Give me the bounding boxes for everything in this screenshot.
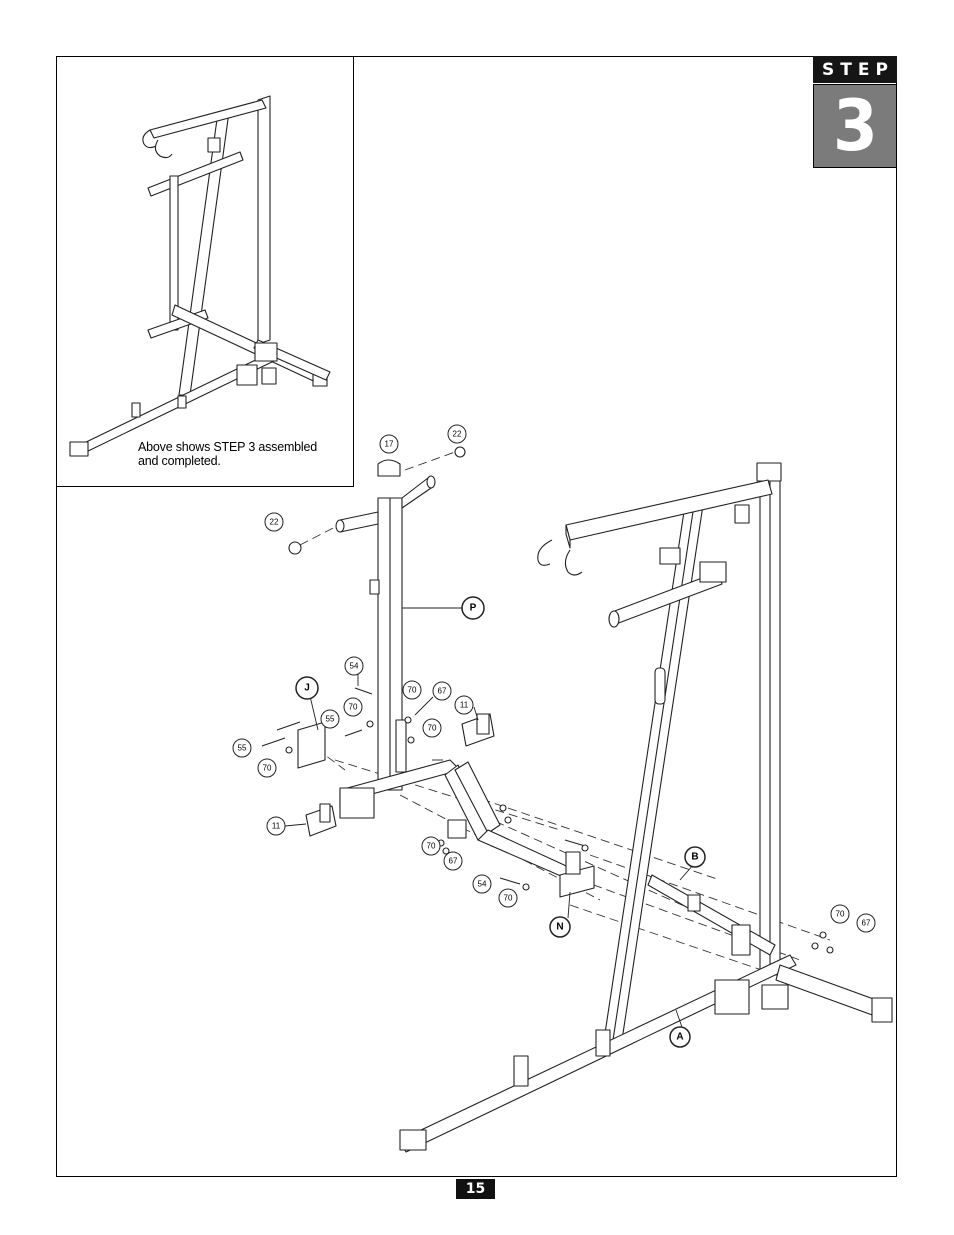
page-number-box: 15 (456, 1179, 495, 1199)
callout-part-n: N (549, 916, 571, 938)
inset-caption: Above shows STEP 3 assembled and complet… (138, 440, 317, 468)
part-j-plate (297, 721, 326, 769)
step-number: 3 (832, 85, 878, 167)
svg-text:70: 70 (408, 686, 417, 695)
svg-text:67: 67 (862, 919, 871, 928)
part-n-brace (444, 761, 595, 898)
step-label: STEP (822, 59, 894, 80)
callout-70-left: 70 (257, 758, 277, 778)
page-border (56, 56, 897, 1177)
inset-caption-line1: Above shows STEP 3 assembled (138, 440, 317, 454)
svg-text:70: 70 (263, 764, 272, 773)
callout-70-upper-b: 70 (402, 680, 422, 700)
assembled-preview-inset (56, 56, 354, 487)
callout-70-upper-c: 70 (422, 718, 442, 738)
callout-67-upper: 67 (432, 681, 452, 701)
svg-text:11: 11 (272, 822, 281, 831)
callout-54-n: 54 (472, 874, 492, 894)
callout-17: 17 (379, 434, 399, 454)
svg-text:70: 70 (504, 894, 513, 903)
inset-caption-line2: and completed. (138, 454, 221, 468)
callout-part-p: P (461, 596, 485, 620)
callout-part-j: J (295, 676, 319, 700)
callout-70-right: 70 (830, 904, 850, 924)
inset-assembled-frame (69, 95, 331, 457)
callout-70-n-a: 70 (421, 836, 441, 856)
svg-text:22: 22 (270, 518, 279, 527)
callout-11-left: 11 (266, 816, 286, 836)
callout-part-a: A (669, 1026, 691, 1048)
step-label-box: STEP (813, 56, 897, 83)
svg-text:55: 55 (326, 715, 335, 724)
svg-text:70: 70 (836, 910, 845, 919)
svg-text:A: A (676, 1032, 683, 1043)
callout-70-n-b: 70 (498, 888, 518, 908)
page-number: 15 (465, 1181, 486, 1197)
svg-text:11: 11 (460, 701, 469, 710)
callout-11-right: 11 (454, 695, 474, 715)
svg-text:N: N (556, 922, 563, 933)
step-badge: STEP 3 (813, 56, 897, 168)
svg-text:70: 70 (349, 703, 358, 712)
callout-67-n: 67 (443, 851, 463, 871)
svg-text:70: 70 (428, 724, 437, 733)
step-number-box: 3 (813, 84, 897, 168)
svg-text:55: 55 (238, 744, 247, 753)
svg-text:70: 70 (427, 842, 436, 851)
callout-55-left: 55 (232, 738, 252, 758)
svg-text:67: 67 (438, 687, 447, 696)
callout-67-right: 67 (856, 913, 876, 933)
part-11-end-caps (305, 713, 495, 837)
svg-text:P: P (470, 603, 477, 614)
callout-part-b: B (684, 846, 706, 868)
main-frame (399, 462, 893, 1153)
callout-54-upper: 54 (344, 656, 364, 676)
svg-text:17: 17 (385, 440, 394, 449)
callout-22-top: 22 (447, 424, 467, 444)
svg-text:B: B (691, 852, 698, 863)
part-p-plate-tree (335, 475, 461, 819)
svg-text:54: 54 (478, 880, 487, 889)
callout-55-upper: 55 (320, 709, 340, 729)
callout-70-upper-a: 70 (343, 697, 363, 717)
svg-text:22: 22 (453, 430, 462, 439)
svg-text:J: J (304, 683, 310, 694)
callout-22-left: 22 (264, 512, 284, 532)
svg-text:54: 54 (350, 662, 359, 671)
svg-text:67: 67 (449, 857, 458, 866)
hardware-bolts-washers (261, 446, 834, 954)
